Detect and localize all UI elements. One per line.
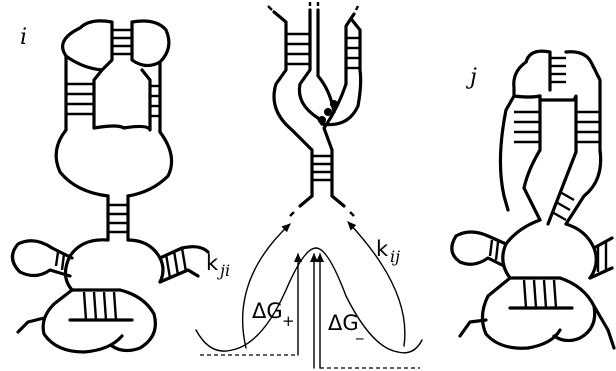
bottom-stem [84,292,116,320]
energy-landscape: k ji k ij ΔG + ΔG _ [196,222,422,368]
dg-minus-label: ΔG [328,311,359,335]
lower-stem [312,156,332,180]
rate-ji-label: k [206,251,219,275]
central-stem [108,205,128,232]
dg-plus-subscript: + [282,312,295,330]
structure-j-label: j [465,65,477,90]
rate-ij-subscript: ij [390,247,400,266]
rate-ij-label: k [376,237,389,261]
dg-plus-label: ΔG [252,299,283,323]
left-side-stem-j [514,112,540,142]
bottom-stem-j [524,280,556,308]
structure-i: i [12,21,208,352]
rate-ji-subscript: ji [217,261,230,280]
left-side-stem [66,84,94,114]
dg-minus-subscript: _ [355,322,364,341]
right-side-stem-j [576,112,600,142]
transition-structure [268,2,361,216]
small-left-stem-j [490,240,498,260]
top-stem [112,30,132,54]
upper-left-stem [286,34,310,64]
structure-j: j [452,51,614,348]
small-left-stem [56,252,64,270]
top-stem-j [550,58,566,82]
structure-i-label: i [20,25,27,50]
upper-right-stem [346,38,360,68]
right-branch-stem-j [598,242,606,272]
